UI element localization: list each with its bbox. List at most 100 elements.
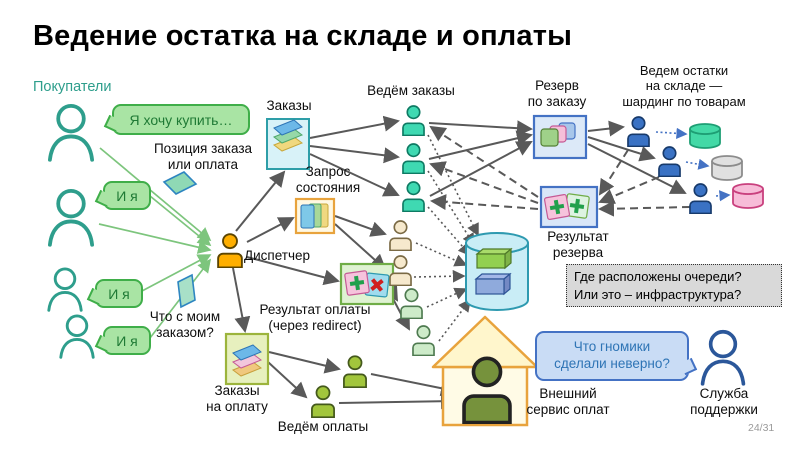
buyers-label: Покупатели: [33, 79, 112, 95]
arrow: [587, 136, 656, 162]
arrow: [427, 134, 479, 237]
order-worker-icon: [402, 105, 425, 136]
queues-note: Где расположены очереди? Или это – инфра…: [566, 264, 782, 308]
stored-item-blue: [474, 272, 512, 296]
queue-to-worker-arrows: [267, 115, 410, 399]
arrow: [309, 145, 400, 164]
reserve-queue-icon: [532, 114, 588, 160]
arrow: [598, 149, 629, 196]
page-number: 24/31: [748, 422, 775, 434]
arrow: [98, 223, 212, 254]
stored-item-green: [475, 247, 513, 270]
reserve-by-order-label: Резерв по заказу: [527, 78, 587, 109]
support-label: Служба поддержки: [690, 386, 758, 417]
sheet-blue: [300, 204, 315, 229]
result-paper-pink: [543, 193, 571, 221]
buyer-icon: [47, 267, 83, 312]
parallelogram-message-icon: [162, 171, 198, 195]
orders-label: Заказы: [266, 98, 312, 113]
cylinder-pink-icon: [732, 183, 764, 209]
orders-queue-icon: [266, 118, 310, 170]
arrow: [685, 158, 710, 170]
order-worker-icon: [402, 143, 425, 174]
write-to-storage-arrows: [413, 134, 479, 342]
arrow: [655, 127, 688, 139]
stock-worker-icon: [658, 146, 681, 177]
lead-orders-label: Ведём заказы: [367, 83, 455, 98]
card-green: [540, 128, 559, 147]
reserve-flow-arrows: [428, 120, 687, 197]
my-order-question-label: Что с моим заказом?: [149, 309, 221, 340]
dispatcher-label: Диспетчер: [244, 248, 311, 263]
arrow: [427, 206, 472, 257]
payment-worker-icon: [343, 355, 367, 388]
payment-result-worker-icon: [412, 325, 435, 356]
state-request-label: Запрос состояния: [295, 164, 361, 195]
status-worker-icon: [389, 220, 412, 251]
arrow: [246, 256, 340, 286]
external-service-label: Внешний сервис оплат: [526, 386, 610, 417]
parallelogram-message-icon: [177, 273, 196, 309]
payment-worker-icon: [311, 385, 335, 418]
payment-result-worker-icon: [400, 288, 423, 319]
dispatcher-routing-arrows: [232, 170, 340, 333]
cylinder-gray-icon: [711, 155, 743, 181]
speech-bubble-me-too: И я: [103, 326, 151, 355]
arrow: [268, 351, 341, 374]
arrow: [438, 298, 471, 342]
buyer-icon: [59, 314, 95, 359]
speech-bubble-want-to-buy: Я хочу купить…: [112, 104, 250, 135]
speech-bubble-gnomes: Что гномики сделали неверно?: [535, 331, 689, 381]
paper-blue: [273, 119, 303, 136]
support-person-icon: [700, 329, 746, 386]
arrow: [429, 161, 539, 204]
speech-bubble-me-too: И я: [103, 181, 151, 210]
lead-payments-label: Ведём оплаты: [277, 419, 369, 434]
arrow: [715, 190, 731, 202]
order-worker-icon: [402, 181, 425, 212]
arrow: [598, 200, 691, 217]
arrow: [232, 267, 251, 333]
stock-worker-icon: [627, 116, 650, 147]
result-paper-plus: [344, 270, 370, 296]
orders-to-pay-label: Заказы на оплату: [206, 383, 268, 414]
dispatcher-icon: [217, 233, 243, 268]
reserve-result-arrows: [429, 125, 691, 217]
page-title: Ведение остатка на складе и оплаты: [33, 20, 573, 52]
arrow: [149, 195, 212, 247]
buyer-icon: [47, 188, 95, 247]
database-cylinder-icon: [465, 232, 529, 311]
buyer-icon: [47, 103, 95, 162]
arrow: [338, 393, 457, 410]
arrow: [598, 176, 660, 204]
payment-to-external-arrows: [338, 373, 457, 410]
arrow: [334, 215, 387, 237]
result-paper-green: [564, 193, 590, 219]
arrow: [99, 147, 212, 242]
arrow: [370, 373, 457, 397]
paper-blue: [232, 344, 262, 361]
reserve-result-icon: [539, 185, 599, 229]
cylinder-teal-icon: [689, 123, 721, 149]
payment-result-icon: [339, 262, 395, 306]
speech-bubble-me-too: И я: [95, 279, 143, 308]
arrow: [426, 287, 468, 308]
state-request-icon: [294, 197, 336, 235]
arrow: [429, 141, 533, 197]
arrow: [415, 242, 468, 267]
arrow: [428, 120, 533, 137]
arrow: [334, 223, 387, 271]
order-item-label: Позиция заказа или оплата: [153, 141, 253, 172]
shard-access-arrows: [655, 127, 731, 202]
arrow: [587, 120, 625, 137]
stock-sharding-label: Ведем остатки на складе — шардинг по тов…: [622, 63, 746, 109]
arrow: [309, 115, 400, 139]
arrow: [587, 143, 687, 194]
house-icon: [431, 315, 539, 427]
arrow: [413, 269, 466, 283]
arrow: [267, 361, 308, 399]
arrow: [429, 125, 539, 198]
orders-to-pay-icon: [224, 332, 270, 386]
